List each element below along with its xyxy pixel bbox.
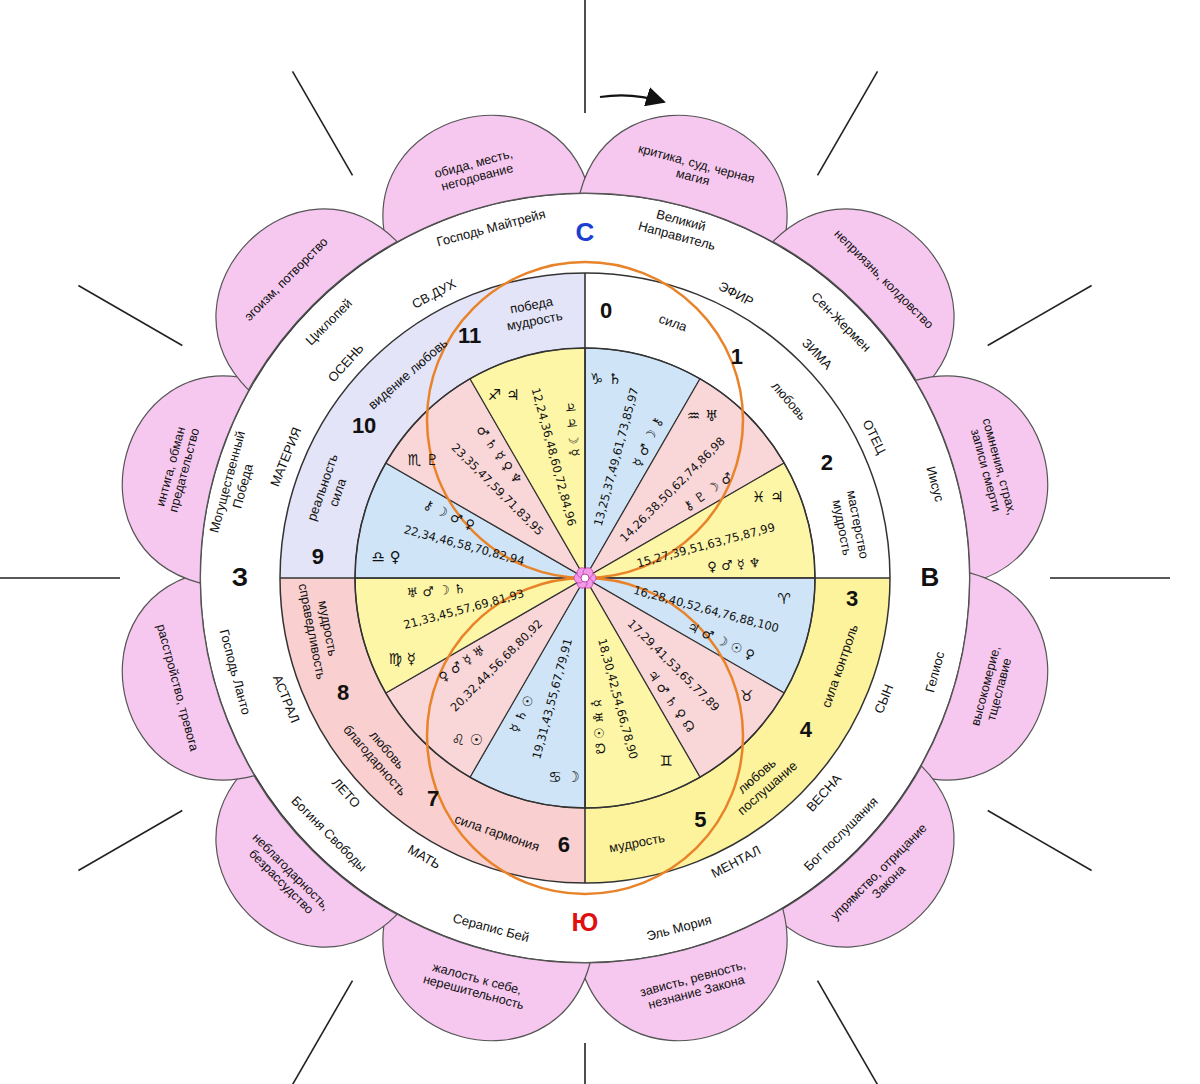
petal-outline	[175, 168, 398, 391]
ring-circle	[280, 273, 890, 883]
spoke-line	[78, 286, 182, 346]
sector-number: 6	[558, 832, 570, 858]
zodiac-sign: ♋ ☽	[548, 768, 580, 786]
zodiac-sign: ♌ ☉	[452, 731, 484, 749]
direction-letter: З	[232, 562, 248, 593]
quadrant-line	[280, 577, 585, 579]
zodiac-sign: ♑ ♄	[590, 370, 622, 388]
petal-outline	[773, 168, 996, 391]
zodiac-sign: ♒ ♅	[687, 407, 719, 425]
zodiac-sign: ♏ ♇	[407, 451, 439, 469]
petal-outline	[175, 766, 398, 989]
spoke-line	[988, 286, 1092, 346]
sector-number: 3	[846, 586, 858, 612]
spoke-line	[988, 811, 1092, 871]
direction-letter: С	[576, 217, 595, 248]
sector-number: 2	[821, 449, 833, 475]
orange-loop	[427, 262, 743, 578]
sector-number: 11	[458, 323, 481, 349]
outer-ring	[200, 193, 970, 963]
zodiac-sign: ♉	[740, 687, 753, 705]
sector-number: 8	[337, 680, 349, 706]
spoke-line	[78, 811, 182, 871]
sector-number: 4	[800, 717, 812, 743]
flower-centre	[581, 574, 589, 582]
zodiac-sign: ♍ ☿	[389, 650, 416, 668]
zodiac-sign: ♊	[660, 752, 673, 770]
wheel-disc	[200, 193, 970, 963]
quadrant-line	[585, 577, 890, 579]
direction-letter: Ю	[572, 907, 599, 938]
sector-number: 9	[312, 544, 324, 570]
sector-number: 5	[694, 807, 706, 833]
spoke-line	[293, 981, 353, 1084]
sector-wedge	[585, 463, 815, 578]
sector-wedge	[355, 578, 585, 693]
petal-text: расстройство, тревога	[153, 622, 201, 752]
quadrant-line	[584, 578, 586, 883]
direction-letter: В	[921, 562, 940, 593]
spoke-line	[293, 71, 353, 175]
sector-number: 1	[731, 344, 743, 370]
spoke-line	[584, 0, 586, 113]
spoke-line	[818, 71, 878, 175]
sector-number: 10	[352, 413, 376, 439]
zodiac-sign: ♓ ♃	[752, 488, 784, 506]
sector-number: 7	[427, 786, 439, 812]
spoke-line	[0, 577, 120, 579]
zodiac-sign: ♎ ♀	[371, 548, 400, 566]
wheel-drawing	[0, 0, 1170, 1084]
spoke-line	[1050, 577, 1170, 579]
rotation-arrow	[600, 95, 664, 102]
spoke-line	[818, 981, 878, 1084]
centre-flower	[574, 568, 596, 588]
spoke-line	[584, 1043, 586, 1084]
zodiac-sign: ♐ ♃	[488, 386, 520, 404]
petal-outline	[773, 766, 996, 989]
quadrant-line	[584, 273, 586, 578]
zodiac-sign: ♈	[777, 590, 790, 608]
sector-number: 0	[600, 298, 612, 324]
